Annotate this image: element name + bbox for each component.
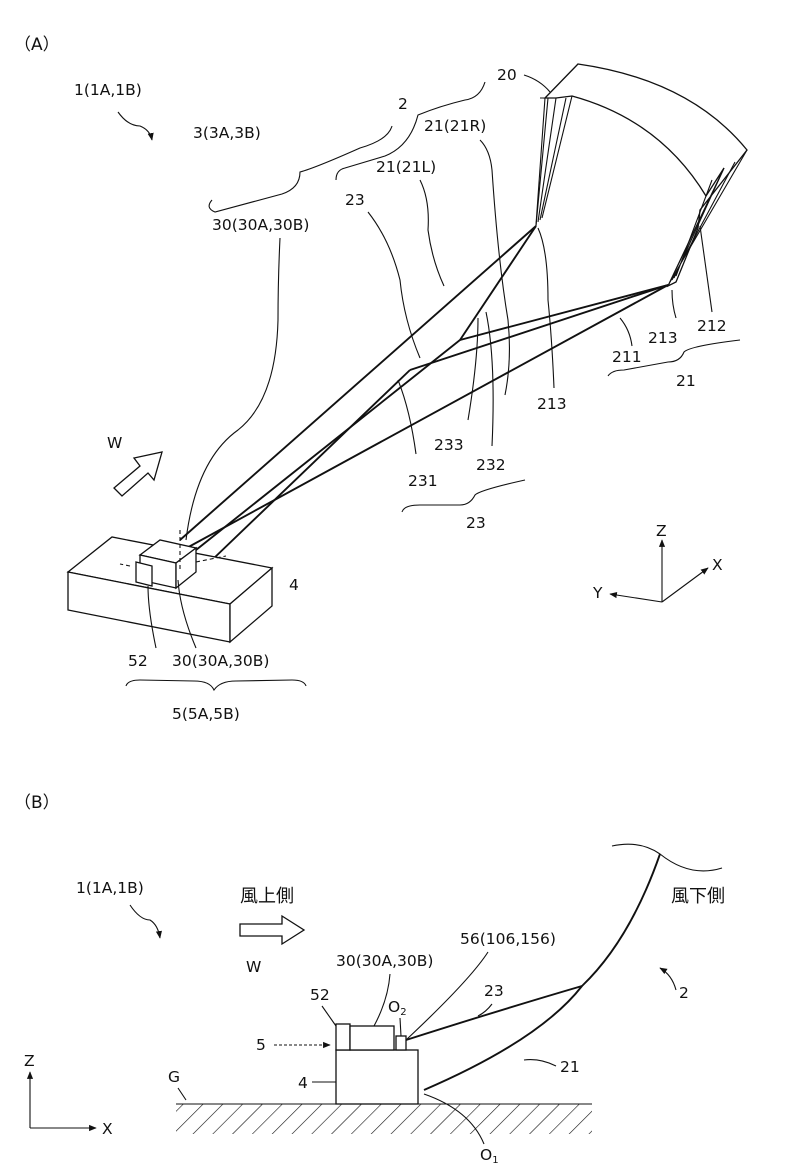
label-ground: G [168,1068,180,1086]
label-right-bridle: 21(21R) [424,117,486,135]
label-brake-a: 52 [128,652,148,670]
ground-leader [178,1088,186,1100]
label-station-b: 5 [256,1036,266,1054]
winch-b [350,1026,394,1050]
brake-b [336,1024,350,1050]
kite-canopy [545,64,747,286]
label-kite-top: 2 [398,95,408,113]
main-line-21 [424,854,660,1090]
pulley-b [396,1036,406,1050]
label-winch-bottom: 30(30A,30B) [172,652,269,670]
panel-a-caption: （A） [14,35,60,55]
label-tether-group: 3(3A,3B) [193,124,261,142]
brake-leader-b [322,1006,336,1026]
label-canopy: 20 [497,66,517,84]
right-bridle-leader [480,140,509,395]
label-winch-top: 30(30A,30B) [212,216,309,234]
leader-212 [700,226,712,312]
axis-x-label-b: X [102,1120,113,1138]
axis-x-label-a: X [712,556,723,574]
label-line-23: 23 [484,982,504,1000]
label-232: 232 [476,456,506,474]
panel-b: （B） 1(1A,1B) 風上側 W 風下側 2 G 4 52 5 30(30A… [14,793,725,1166]
leader-231 [398,380,416,454]
tether-main-left [180,226,536,540]
label-213-right: 213 [648,329,678,347]
label-group-21: 21 [676,372,696,390]
panel-a: （A） 1(1A,1B) 3(3A,3B) 2 20 21(21R) 21(21… [14,35,747,723]
system-pointer-b [130,905,160,938]
canopy-leader [524,75,550,92]
label-line-21: 21 [560,1058,580,1076]
label-origin-top: O2 [388,998,407,1018]
label-left-bridle: 21(21L) [376,158,436,176]
leader-233 [468,318,478,420]
label-231: 231 [408,472,438,490]
label-pulley-b: 56(106,156) [460,930,556,948]
ground-hatch [176,1104,592,1134]
label-control-line-top: 23 [345,191,365,209]
panel-b-caption: （B） [14,793,60,813]
label-group-23: 23 [466,514,486,532]
line-21-leader [524,1060,556,1066]
label-233: 233 [434,436,464,454]
axis-x-a [662,568,708,602]
wind-label-b: W [246,958,261,976]
leader-213-right [672,290,676,318]
tether-main-right [172,285,668,556]
leader-211 [620,318,632,346]
tether-lower-left [212,370,410,560]
label-brake-b: 52 [310,986,330,1004]
label-ground-unit: 4 [289,576,299,594]
leader-213-left [538,228,554,388]
kite-profile [612,844,722,871]
axis-y-a [610,594,662,602]
axis-z-label-b: Z [24,1052,35,1070]
canopy-left-edge [536,96,572,225]
wind-label-a: W [107,434,122,452]
label-station-a: 5(5A,5B) [172,705,240,723]
brake-box [136,562,152,586]
left-bridle-leader [420,180,444,286]
system-pointer-a [118,112,152,140]
label-ground-unit-b: 4 [298,1074,308,1092]
label-212: 212 [697,317,727,335]
label-origin-bottom: O1 [480,1146,499,1166]
ground-unit-b [336,1050,418,1104]
label-winch-b: 30(30A,30B) [336,952,433,970]
wind-arrow-a [114,452,162,496]
wind-arrow-b [240,916,304,944]
system-label-a: 1(1A,1B) [74,81,142,99]
origin-top-leader [400,1018,401,1036]
brace-5 [126,680,306,690]
system-label-b: 1(1A,1B) [76,879,144,897]
kite-pointer-b [660,968,676,990]
label-kite-b: 2 [679,984,689,1002]
axis-z-label-a: Z [656,522,667,540]
downwind-text: 風下側 [671,886,725,907]
label-213-left: 213 [537,395,567,413]
tether-control-left [196,226,536,550]
label-211: 211 [612,348,642,366]
axis-y-label-a: Y [592,584,603,602]
upwind-text: 風上側 [240,886,294,907]
